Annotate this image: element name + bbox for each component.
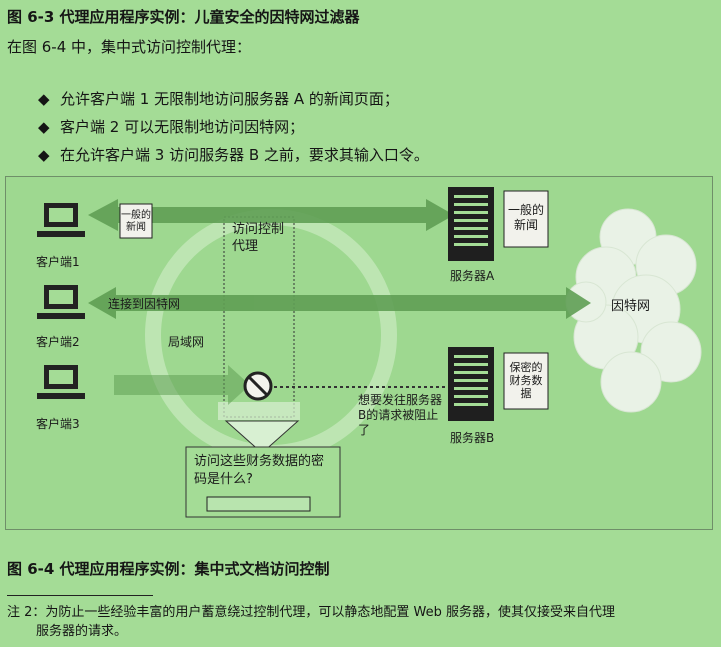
proxy-label: 访问控制代理: [232, 222, 285, 254]
blocked-note: 想要发往服务器B的请求被阻止了: [358, 393, 443, 437]
bullet-item-3: ◆ 在允许客户端 3 访问服务器 B 之前，要求其输入口令。: [38, 144, 429, 165]
footnote-line-2: 服务器的请求。: [36, 624, 128, 639]
connect-label: 连接到因特网: [108, 297, 181, 311]
diagram-graphics: [37, 187, 702, 518]
arrow-client1-server-a: [88, 199, 454, 231]
password-input-box: [206, 496, 311, 512]
document-icon: [119, 203, 153, 239]
computer-icon: [37, 203, 85, 237]
server-icon: [448, 347, 494, 421]
client-3-label: 客户端3: [36, 417, 80, 431]
bullet-symbol: ◆: [38, 90, 50, 108]
lan-label: 局域网: [168, 335, 205, 349]
arrow-client2-internet: [88, 287, 591, 319]
bullet-text: 在允许客户端 3 访问服务器 B 之前，要求其输入口令。: [60, 146, 429, 164]
bullet-item-1: ◆ 允许客户端 1 无限制地访问服务器 A 的新闻页面；: [38, 88, 399, 109]
figure-6-3-title: 图 6-3 代理应用程序实例：儿童安全的因特网过滤器: [7, 8, 360, 26]
arrow-client3-blocked: [114, 365, 250, 405]
document-icon: [503, 190, 549, 248]
bullet-text: 允许客户端 1 无限制地访问服务器 A 的新闻页面；: [60, 90, 399, 108]
bullet-symbol: ◆: [38, 118, 50, 136]
bullet-item-2: ◆ 客户端 2 可以无限制地访问因特网；: [38, 116, 304, 137]
doc-general-large-label: 一般的新闻: [507, 203, 544, 232]
footnote-line-1: 注 2：为防止一些经验丰富的用户蓄意绕过控制代理，可以静态地配置 Web 服务器…: [7, 605, 616, 620]
proxy-diagram: 客户端1 客户端2 客户端3 一般的新闻 一般的新闻 保密的财务数据 访问控制代…: [5, 176, 713, 530]
server-icon: [448, 187, 494, 261]
password-prompt: 访问这些财务数据的密码是什么?: [194, 454, 325, 487]
footnote-divider: [7, 595, 153, 596]
server-a-label: 服务器A: [450, 269, 495, 283]
figure-6-4-caption: 图 6-4 代理应用程序实例：集中式文档访问控制: [7, 560, 330, 578]
block-icon: [243, 371, 273, 401]
document-icon: [503, 352, 549, 410]
intro-text: 在图 6-4 中，集中式访问控制代理：: [7, 38, 252, 56]
prompt-pointer: [224, 420, 300, 454]
bullet-text: 客户端 2 可以无限制地访问因特网；: [60, 118, 305, 136]
doc-general-small-label: 一般的新闻: [121, 210, 151, 233]
proxy-base: [218, 402, 300, 420]
computer-icon: [37, 285, 85, 319]
client-1-label: 客户端1: [36, 255, 80, 269]
client-2-label: 客户端2: [36, 335, 80, 349]
server-b-label: 服务器B: [450, 431, 495, 445]
computer-icon: [37, 365, 85, 399]
footnote: 注 2：为防止一些经验丰富的用户蓄意绕过控制代理，可以静态地配置 Web 服务器…: [7, 603, 712, 641]
bullet-symbol: ◆: [38, 146, 50, 164]
internet-label: 因特网: [611, 299, 651, 314]
doc-confidential-label: 保密的财务数据: [509, 361, 543, 400]
